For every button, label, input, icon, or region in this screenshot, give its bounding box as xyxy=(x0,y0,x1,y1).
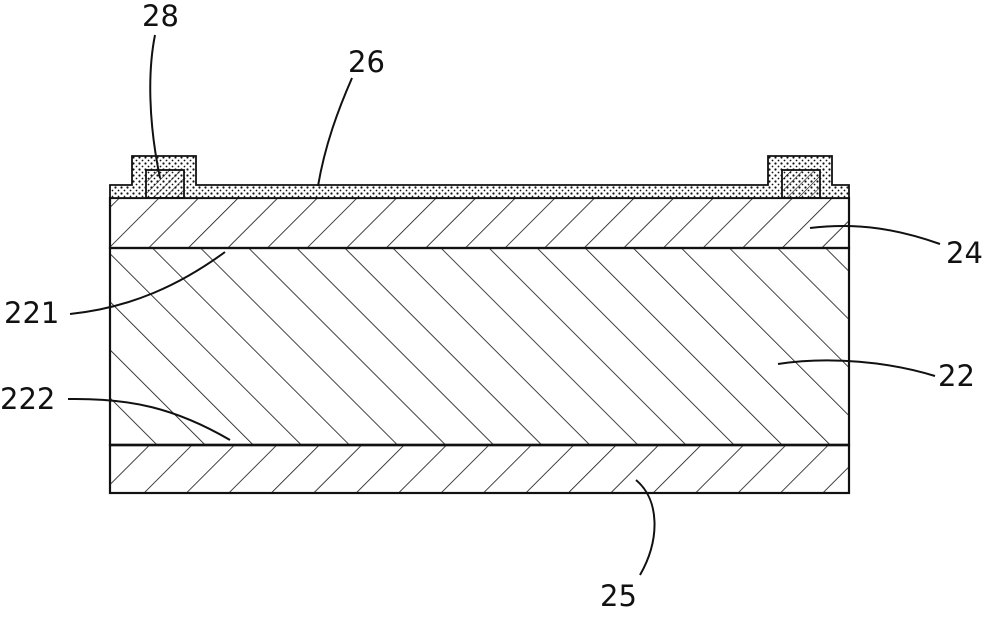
right-pad xyxy=(782,170,820,198)
bottom-layer xyxy=(110,445,849,493)
label-222: 222 xyxy=(0,382,55,416)
label-26: 26 xyxy=(348,45,385,79)
left-pad xyxy=(146,170,184,198)
substrate-layer xyxy=(110,248,849,445)
label-24: 24 xyxy=(946,236,983,270)
label-22: 22 xyxy=(938,359,975,393)
passivation-film xyxy=(110,156,849,198)
leader-25 xyxy=(636,480,655,575)
label-25: 25 xyxy=(600,579,637,613)
label-221: 221 xyxy=(4,296,59,330)
leader-26 xyxy=(318,78,352,186)
label-28: 28 xyxy=(142,0,179,33)
upper-layer xyxy=(110,198,849,248)
